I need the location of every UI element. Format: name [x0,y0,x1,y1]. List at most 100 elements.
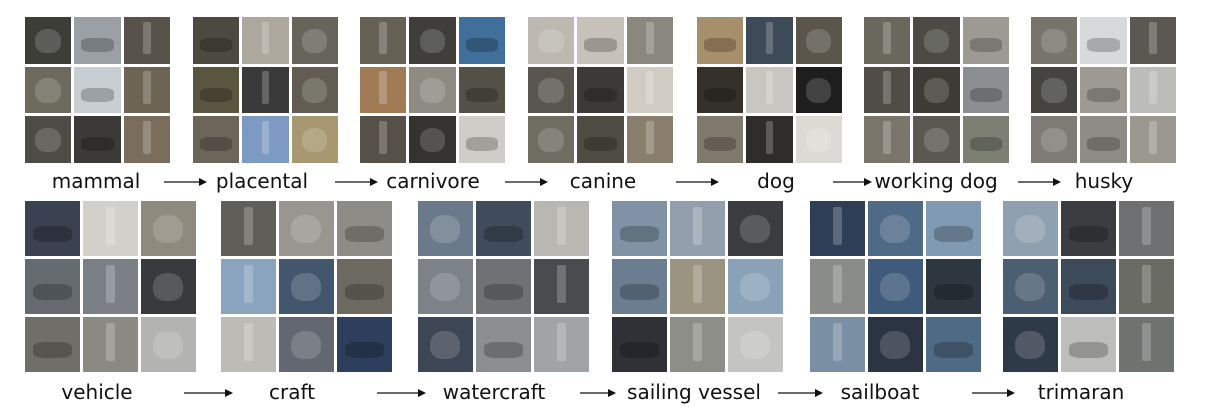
arrow-right-icon [676,176,719,188]
category-label: mammal [51,169,141,193]
image-thumbnail [697,116,744,163]
image-thumbnail [728,201,783,256]
image-thumbnail [670,317,725,372]
category-label: husky [1074,169,1134,193]
image-thumbnail [83,201,138,256]
image-thumbnail [534,317,589,372]
image-grid [193,17,338,163]
image-thumbnail [810,317,865,372]
arrow-right-icon [505,176,548,188]
image-thumbnail [1080,116,1127,163]
image-thumbnail [279,317,334,372]
image-thumbnail [1061,201,1116,256]
image-thumbnail [141,201,196,256]
image-thumbnail [193,17,240,64]
image-thumbnail [962,66,1009,114]
image-thumbnail [1129,66,1176,114]
image-thumbnail [1080,17,1127,64]
image-grid [864,17,1009,163]
image-thumbnail [476,201,531,256]
image-thumbnail [418,317,473,372]
image-thumbnail [810,259,865,314]
image-thumbnail [1031,66,1078,114]
category-label: sailing vessel [627,380,761,404]
image-thumbnail [864,116,911,163]
image-thumbnail [1119,317,1174,372]
arrow-right-icon [833,176,872,188]
image-thumbnail [337,317,392,372]
image-thumbnail [1031,17,1078,64]
image-thumbnail [360,17,407,64]
category-label: dog [757,169,795,193]
image-thumbnail [409,66,456,114]
image-thumbnail [458,116,505,163]
image-thumbnail [83,317,138,372]
image-thumbnail [534,201,589,256]
image-thumbnail [1061,317,1116,372]
image-thumbnail [337,259,392,314]
category-label: sailboat [840,380,920,404]
image-thumbnail [577,17,624,64]
image-thumbnail [795,66,842,114]
image-thumbnail [697,17,744,64]
image-thumbnail [279,259,334,314]
image-thumbnail [1003,317,1058,372]
image-thumbnail [25,317,80,372]
image-thumbnail [476,317,531,372]
image-thumbnail [577,116,624,163]
image-thumbnail [74,66,121,114]
image-thumbnail [626,116,673,163]
image-thumbnail [123,17,170,64]
image-grid [612,201,783,372]
image-thumbnail [291,66,338,114]
image-thumbnail [868,259,923,314]
image-grid [25,201,196,372]
category-label: vehicle [61,380,133,404]
image-thumbnail [926,201,981,256]
category-label: placental [215,169,309,193]
image-thumbnail [1031,116,1078,163]
image-thumbnail [962,116,1009,163]
image-thumbnail [728,259,783,314]
image-thumbnail [795,116,842,163]
image-thumbnail [528,17,575,64]
image-thumbnail [458,66,505,114]
image-thumbnail [1129,17,1176,64]
image-thumbnail [291,17,338,64]
image-thumbnail [1119,201,1174,256]
image-thumbnail [242,66,289,114]
image-thumbnail [626,66,673,114]
image-thumbnail [337,201,392,256]
image-thumbnail [746,17,793,64]
arrow-right-icon [377,387,426,399]
image-thumbnail [1003,201,1058,256]
image-thumbnail [746,66,793,114]
image-thumbnail [141,259,196,314]
category-label: watercraft [442,380,546,404]
image-thumbnail [577,66,624,114]
image-thumbnail [528,66,575,114]
image-thumbnail [242,17,289,64]
arrow-right-icon [184,387,233,399]
image-grid [528,17,673,163]
image-thumbnail [360,66,407,114]
image-thumbnail [926,259,981,314]
image-grid [360,17,505,163]
image-grid [697,17,842,163]
image-thumbnail [810,201,865,256]
image-thumbnail [25,116,72,163]
category-label: canine [569,169,637,193]
image-thumbnail [728,317,783,372]
image-thumbnail [141,317,196,372]
image-thumbnail [868,317,923,372]
arrow-right-icon [972,387,1015,399]
image-thumbnail [612,259,667,314]
image-grid [810,201,981,372]
image-grid [25,17,170,163]
image-thumbnail [242,116,289,163]
image-thumbnail [612,317,667,372]
image-thumbnail [418,259,473,314]
image-thumbnail [74,17,121,64]
image-grid [1031,17,1176,163]
image-thumbnail [864,17,911,64]
